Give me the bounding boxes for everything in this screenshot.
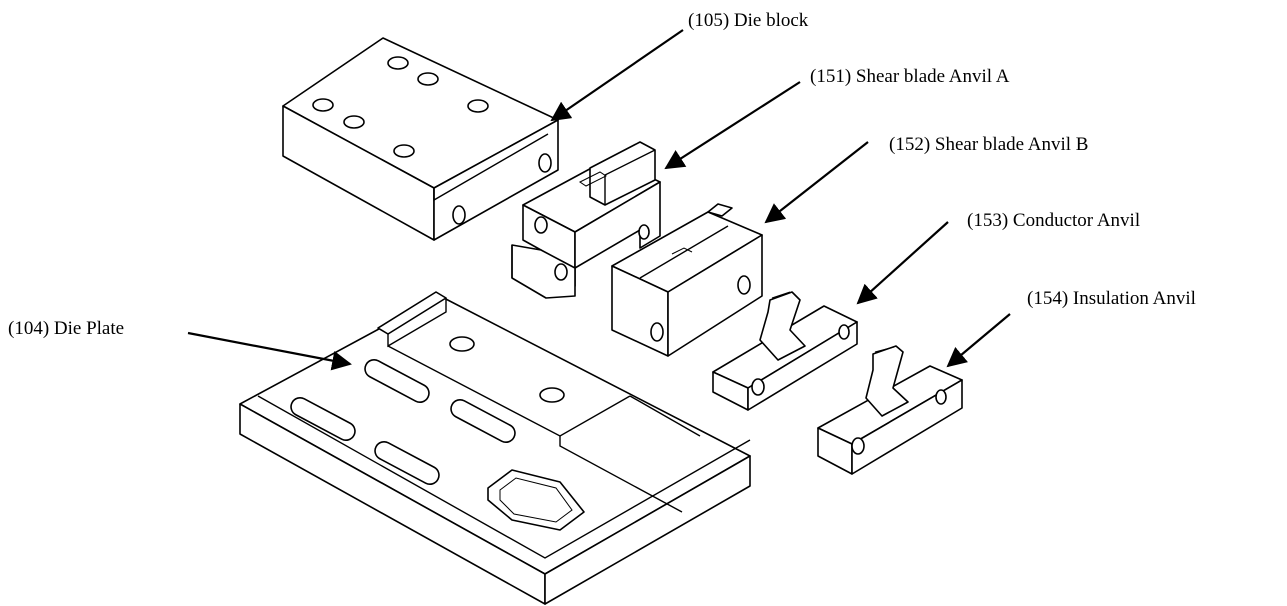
anvil-a-label: (151) Shear blade Anvil A <box>810 66 1010 87</box>
anvil-b-arrow <box>764 141 869 224</box>
die-plate-part <box>239 291 751 605</box>
die-plate-arrow <box>187 331 352 371</box>
die-block-part <box>282 37 559 241</box>
conductor-anvil-part <box>712 291 858 411</box>
anvil-b-label: (152) Shear blade Anvil B <box>889 134 1088 155</box>
insulation-anvil-arrow <box>946 313 1011 368</box>
die-block-label: (105) Die block <box>688 10 809 31</box>
die-block-arrow <box>550 29 684 122</box>
die-plate-label: (104) Die Plate <box>8 318 124 339</box>
insulation-anvil-label: (154) Insulation Anvil <box>1027 288 1196 309</box>
shear-blade-anvil-a-part <box>511 141 661 299</box>
anvil-a-arrow <box>664 81 801 170</box>
conductor-anvil-label: (153) Conductor Anvil <box>967 210 1140 231</box>
shear-blade-anvil-b-part <box>611 203 763 357</box>
conductor-anvil-arrow <box>856 221 949 305</box>
insulation-anvil-part <box>817 345 963 475</box>
